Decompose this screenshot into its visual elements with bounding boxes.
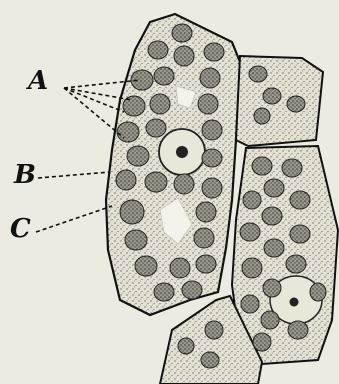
inner-nucleus	[290, 298, 299, 307]
central-nucleus	[176, 146, 188, 158]
label-b: B	[14, 162, 36, 188]
label-c: C	[10, 216, 31, 242]
label-a: A	[28, 68, 48, 94]
